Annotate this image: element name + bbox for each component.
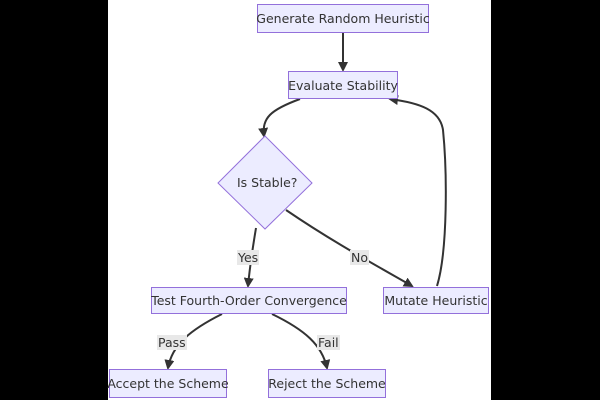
diagram-canvas <box>108 0 491 400</box>
node-reject-the-scheme: Reject the Scheme <box>268 369 386 398</box>
edge-label-yes: Yes <box>237 250 260 265</box>
node-generate-random-heuristic: Generate Random Heuristic <box>256 4 430 33</box>
node-mutate-heuristic: Mutate Heuristic <box>383 287 489 314</box>
edge-label-pass: Pass <box>157 335 187 350</box>
edge-test-reject <box>271 313 331 370</box>
node-is-stable-label: Is Stable? <box>237 175 298 190</box>
edge-decision-mutate <box>285 209 414 287</box>
edge-label-fail: Fail <box>317 335 340 350</box>
edge-label-no: No <box>350 250 369 265</box>
node-evaluate-stability: Evaluate Stability <box>288 71 398 99</box>
edge-mutate-evaluate <box>388 95 447 287</box>
decision-diamond <box>217 135 313 230</box>
node-test-fourth-order-convergence: Test Fourth-Order Convergence <box>151 287 347 314</box>
node-accept-the-scheme: Accept the Scheme <box>107 369 229 398</box>
edge-evaluate-decision <box>258 98 301 138</box>
